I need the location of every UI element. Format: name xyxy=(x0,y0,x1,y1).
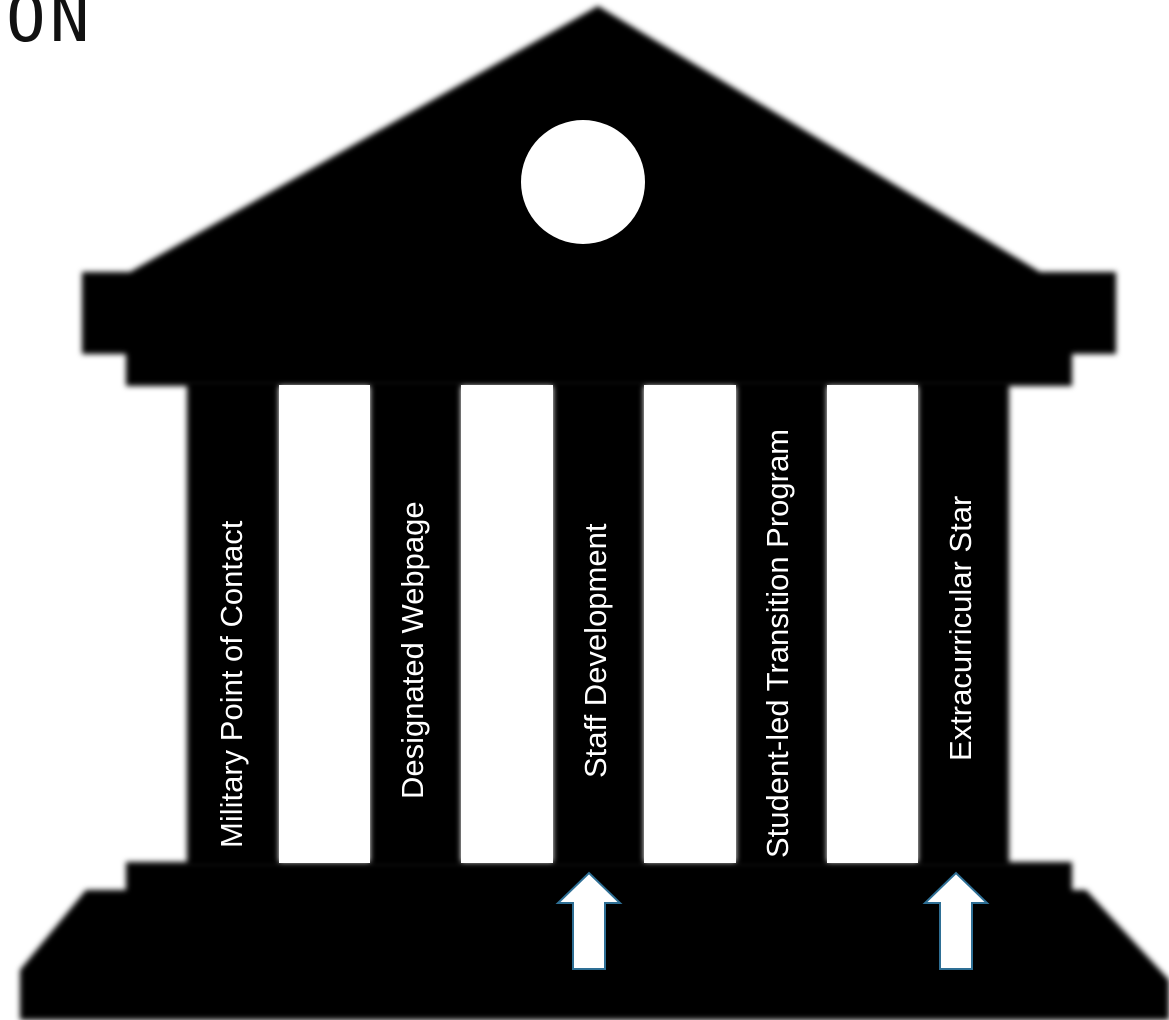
up-arrow-icon xyxy=(922,871,990,970)
pillar-label-military-point-of-contact: Military Point of Contact xyxy=(214,520,249,848)
pillar xyxy=(736,380,827,868)
pillar-label-staff-development: Staff Development xyxy=(578,523,613,778)
pillar xyxy=(187,380,279,868)
up-arrow-icon xyxy=(555,871,623,970)
pillar-label-extracurricular-star: Extracurricular Star xyxy=(943,496,978,761)
roof-window xyxy=(521,120,645,244)
pillar-gaps xyxy=(279,385,918,863)
pillar xyxy=(370,380,461,868)
pillar xyxy=(553,380,644,868)
cropped-title: ON xyxy=(6,0,94,57)
pillars xyxy=(187,380,1009,868)
pillar-label-student-led-transition-program: Student-led Transition Program xyxy=(760,429,795,858)
pillar-label-designated-webpage: Designated Webpage xyxy=(395,501,430,799)
pillar xyxy=(918,380,1009,868)
entablature-top xyxy=(82,272,1116,354)
